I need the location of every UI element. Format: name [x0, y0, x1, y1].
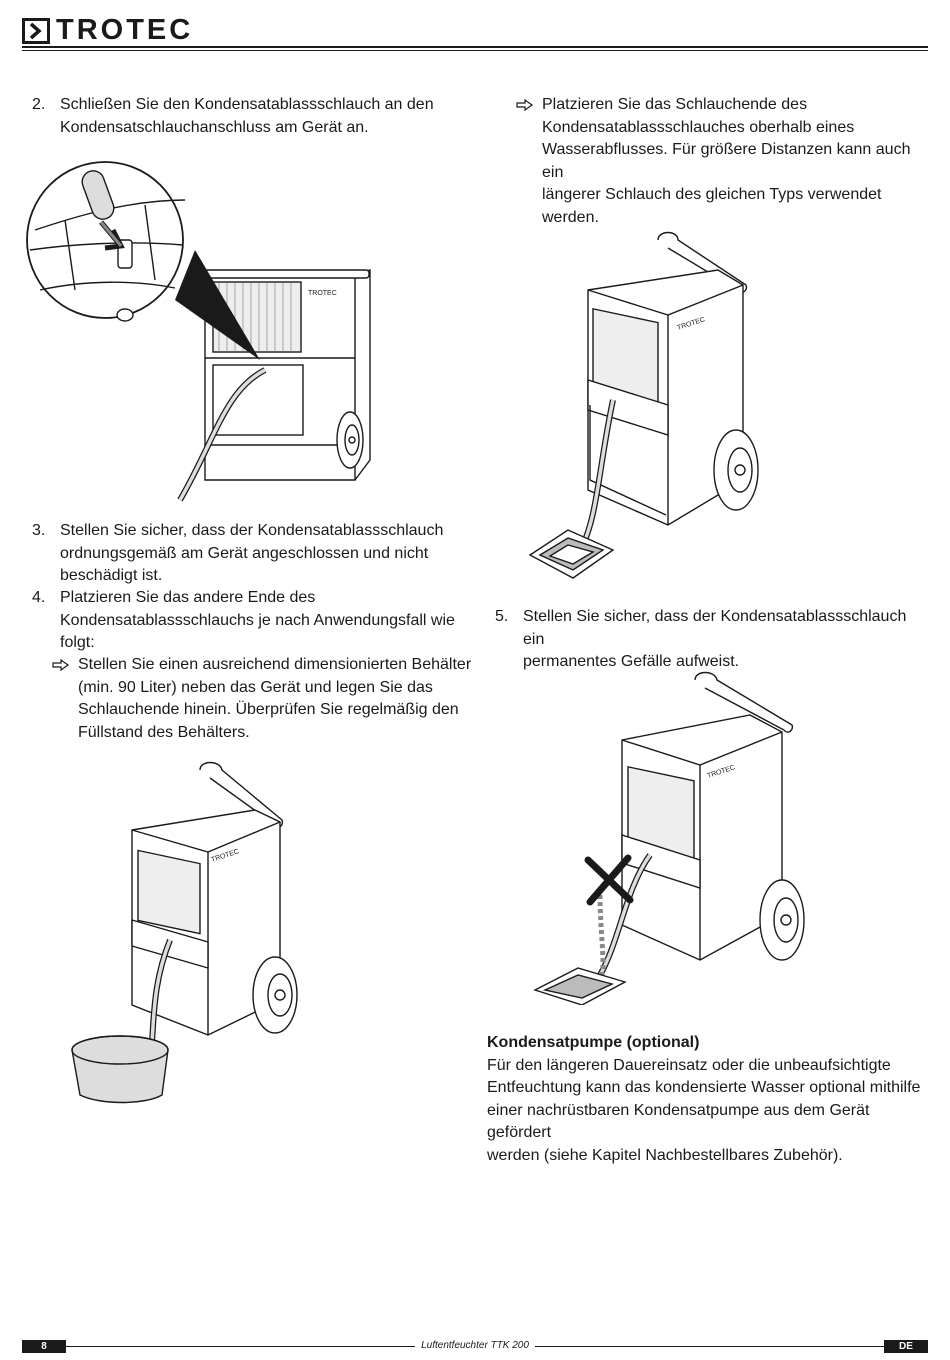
text-line: Platzieren Sie das Schlauchende des: [542, 96, 808, 113]
text-line: werden (siehe Kapitel Nachbestellbares Z…: [487, 1146, 843, 1164]
text-line: Für den längeren Dauereinsatz oder die u…: [487, 1056, 891, 1074]
text-line: Entfeuchtung kann das kondensierte Wasse…: [487, 1079, 921, 1096]
brand-logo: TROTEC: [56, 14, 194, 46]
text-line: Wasserabflusses. Für größere Distanzen k…: [542, 141, 911, 181]
text-line: Kondensatablassschlauchs je nach Anwendu…: [60, 611, 455, 629]
text-line: Kondensatschlauchanschluss am Gerät an.: [60, 118, 369, 136]
illustration-permanent-slope: TROTEC: [533, 671, 805, 1005]
language-code: DE: [884, 1340, 928, 1353]
page-header: TROTEC: [22, 14, 928, 54]
text-line: Schließen Sie den Kondensatablassschlauc…: [60, 96, 434, 113]
header-rule: [22, 46, 928, 48]
document-title: Luftentfeuchter TTK 200: [415, 1340, 535, 1351]
cross-mark-icon: [584, 854, 634, 906]
text-line: Schlauchende hinein. Überprüfen Sie rege…: [78, 701, 459, 718]
hollow-arrow-right-icon: [52, 659, 70, 671]
illustration-floor-drain: TROTEC: [528, 231, 759, 579]
text-line: werden.: [542, 208, 599, 226]
text-line: Platzieren Sie das andere Ende des: [60, 589, 316, 606]
chevron-box-icon: [22, 18, 50, 44]
page-footer: Luftentfeuchter TTK 200 8 DE: [22, 1340, 928, 1353]
step-number: 5.: [495, 608, 509, 625]
text-line: längerer Schlauch des gleichen Typs verw…: [542, 186, 882, 203]
page-number: 8: [22, 1340, 66, 1353]
step-number: 3.: [32, 522, 46, 539]
text-line: ordnungsgemäß am Gerät angeschlossen und…: [60, 544, 429, 562]
pump-section: Kondensatpumpe (optional) Für den länger…: [487, 1032, 927, 1167]
section-heading: Kondensatpumpe (optional): [487, 1034, 700, 1051]
step-number: 2.: [32, 96, 46, 113]
illustration-container: TROTEC: [71, 761, 298, 1104]
text-line: permanentes Gefälle aufweist.: [523, 653, 740, 670]
text-line: Füllstand des Behälters.: [78, 723, 250, 741]
text-line: Kondensatablassschlauches oberhalb eines: [542, 118, 855, 136]
device-label: TROTEC: [308, 290, 337, 297]
text-line: einer nachrüstbaren Kondensatpumpe aus d…: [487, 1101, 870, 1142]
step-number: 4.: [32, 589, 46, 606]
header-rule-thin: [22, 50, 928, 51]
text-line: folgt:: [60, 634, 95, 651]
hollow-arrow-right-icon: [516, 99, 534, 111]
illustration-hose-connection: TROTEC: [26, 161, 371, 502]
text-line: beschädigt ist.: [60, 567, 163, 584]
text-line: Stellen Sie sicher, dass der Kondensatab…: [523, 608, 907, 648]
text-line: Stellen Sie sicher, dass der Kondensatab…: [60, 522, 444, 539]
text-line: Stellen Sie einen ausreichend dimensioni…: [78, 656, 472, 673]
text-line: (min. 90 Liter) neben das Gerät und lege…: [78, 678, 433, 696]
